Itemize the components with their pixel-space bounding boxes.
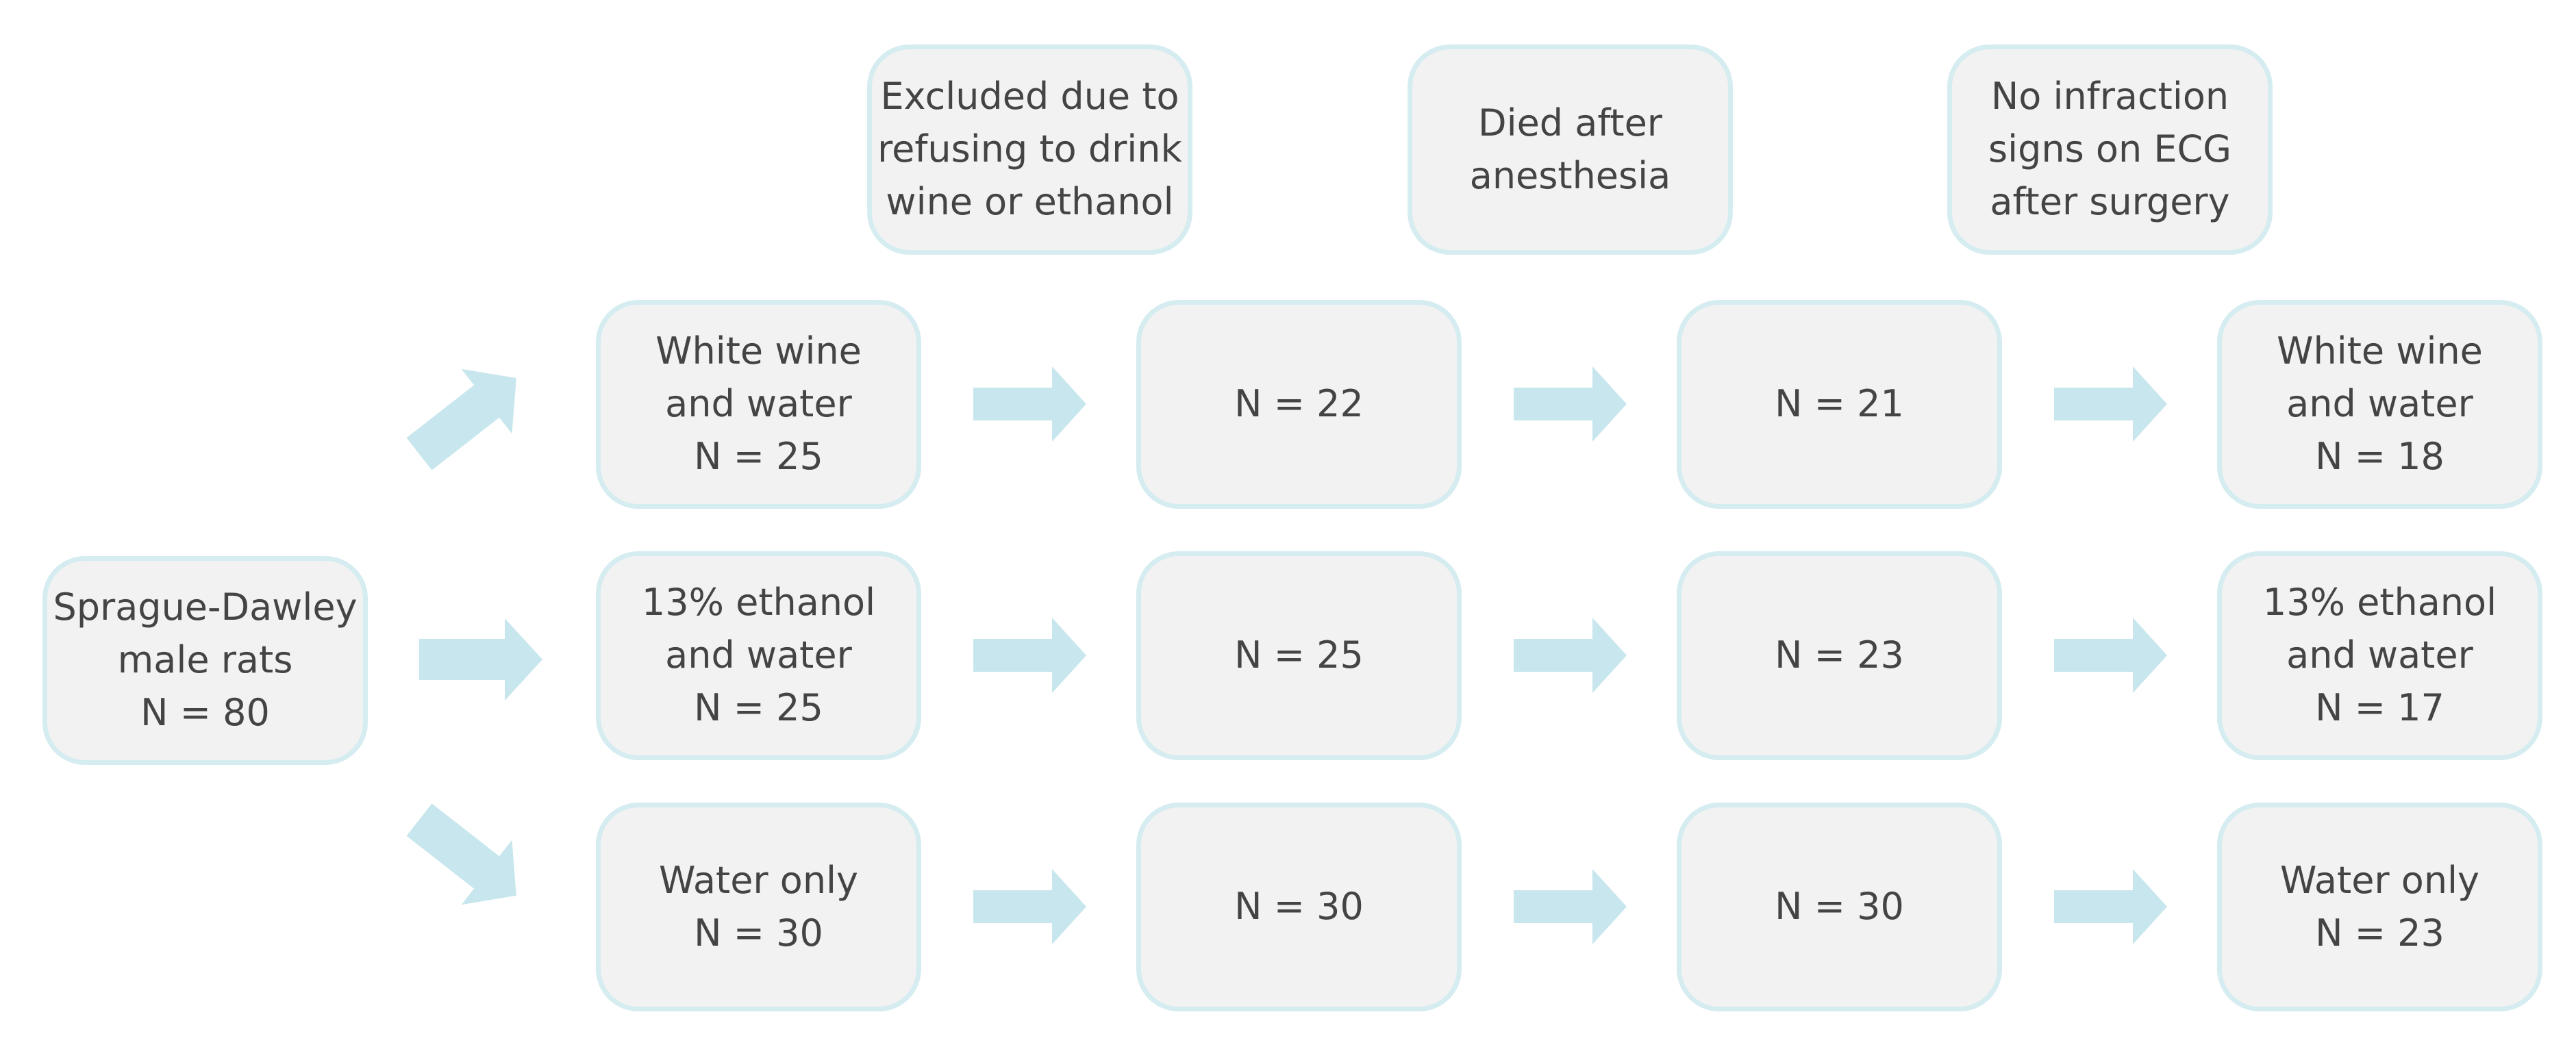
start-line-2: male rats [117,638,293,682]
row-3-stage-2-box: N = 30 [1136,803,1462,1011]
row-3-group-line-1: Water only [658,858,858,902]
row-3-final-line-2: N = 23 [2315,911,2444,955]
arrow-row-1-step-3 [2054,366,2167,442]
row-3-final-line-1: Water only [2279,858,2479,902]
arrow-row-3-step-1 [973,869,1086,944]
row-1-stage-3-box: N = 21 [1677,300,2002,509]
row-2-stage-3-box: N = 23 [1677,551,2002,760]
row-1-group-line-2: and water [665,382,852,426]
row-1-final-line-3: N = 18 [2315,434,2444,478]
arrow-start-to-row-3 [406,803,516,905]
row-3-stage-3-box: N = 30 [1677,803,2002,1011]
row-1-group-box: White wine and water N = 25 [596,300,921,509]
row-2-stage-2-box: N = 25 [1136,551,1462,760]
row-3-stage-3-count: N = 30 [1775,885,1904,929]
start-box: Sprague-Dawley male rats N = 80 [42,556,368,765]
row-2-group-line-2: and water [665,633,852,677]
row-2-group-box: 13% ethanol and water N = 25 [596,551,921,760]
row-3-group-line-2: N = 30 [694,911,823,955]
exclusion-box-3: No infraction signs on ECG after surgery [1947,45,2273,255]
arrow-row-2-step-2 [1514,618,1627,693]
exclusion-1-line-1: Excluded due to [880,75,1179,118]
row-3-stage-2-count: N = 30 [1234,885,1364,929]
row-3-group-box: Water only N = 30 [596,803,921,1011]
arrow-row-1-step-1 [973,366,1086,442]
row-2-group-line-3: N = 25 [694,685,823,729]
exclusion-1-line-3: wine or ethanol [886,179,1174,223]
row-1-final-line-1: White wine [2277,329,2483,373]
exclusion-box-1: Excluded due to refusing to drink wine o… [867,45,1192,255]
row-1-final-box: White wine and water N = 18 [2217,300,2542,509]
row-3-final-box: Water only N = 23 [2217,803,2542,1011]
exclusion-box-2: Died after anesthesia [1408,45,1733,255]
row-2-group-line-1: 13% ethanol [641,581,876,625]
row-1-stage-3-count: N = 21 [1775,382,1904,426]
exclusion-2-line-1: Died after [1478,101,1662,144]
arrow-row-3-step-3 [2054,869,2167,944]
exclusion-3-line-2: signs on ECG [1988,127,2232,171]
row-1-group-line-3: N = 25 [694,434,823,478]
row-2-stage-3-count: N = 23 [1775,633,1904,677]
arrow-start-to-row-1 [406,368,516,470]
start-line-1: Sprague-Dawley [53,586,358,629]
row-2-final-box: 13% ethanol and water N = 17 [2217,551,2542,760]
row-1-final-line-2: and water [2286,382,2473,426]
arrow-start-to-row-2 [419,618,542,701]
arrow-row-3-step-2 [1514,869,1627,944]
row-2-final-line-3: N = 17 [2315,685,2444,729]
row-2-final-line-2: and water [2286,633,2473,677]
exclusion-3-line-3: after surgery [1990,179,2230,223]
row-2-stage-2-count: N = 25 [1234,633,1364,677]
row-1-stage-2-count: N = 22 [1234,382,1364,426]
row-1-group-line-1: White wine [655,329,862,373]
exclusion-1-line-2: refusing to drink [877,127,1182,171]
arrow-row-1-step-2 [1514,366,1627,442]
exclusion-2-line-2: anesthesia [1469,153,1671,197]
row-2-final-line-1: 13% ethanol [2262,581,2497,625]
arrow-row-2-step-1 [973,618,1086,693]
start-line-3: N = 80 [140,690,270,734]
row-1-stage-2-box: N = 22 [1136,300,1462,509]
exclusion-3-line-1: No infraction [1990,75,2229,118]
arrow-row-2-step-3 [2054,618,2167,693]
